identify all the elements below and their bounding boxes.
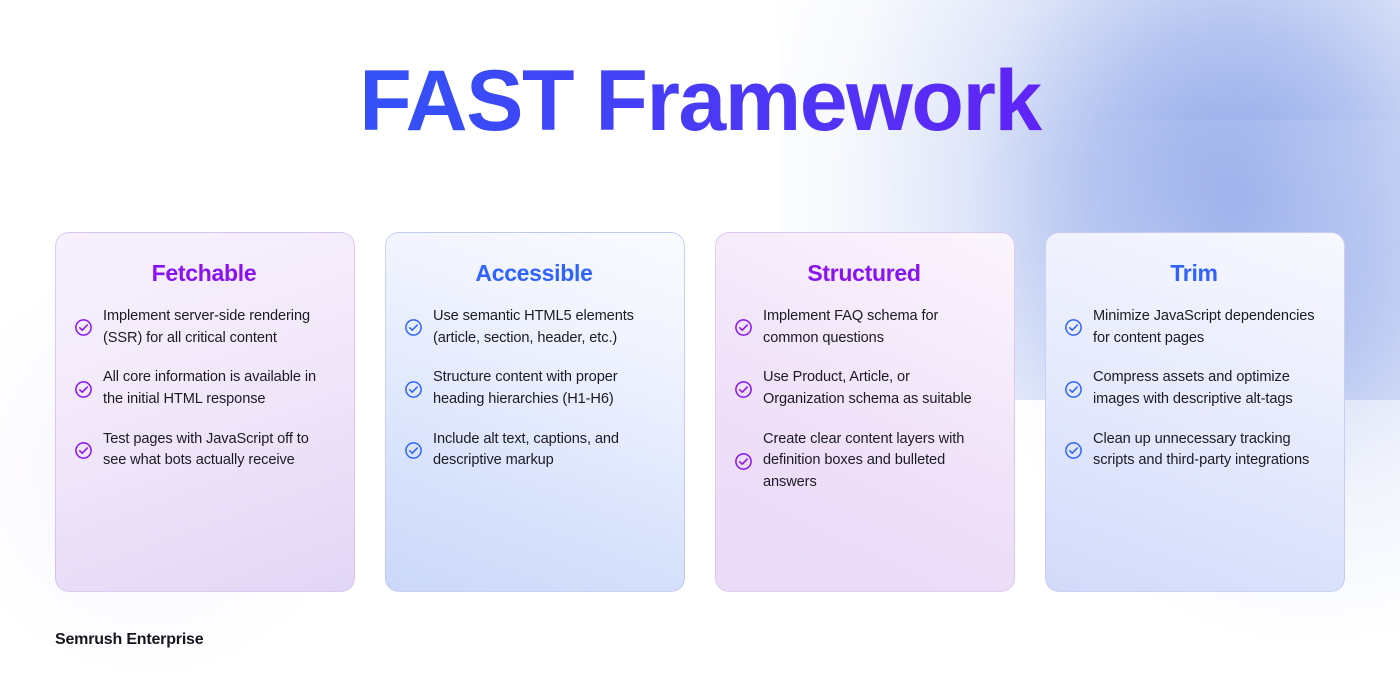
list-item: Use semantic HTML5 elements (article, se… [404,306,664,349]
list-item-text: Structure content with proper heading hi… [433,369,618,408]
card-title: Trim [1170,260,1218,286]
list-item: Implement server-side rendering (SSR) fo… [74,306,334,349]
list-item: Clean up unnecessary tracking scripts an… [1064,429,1324,472]
check-circle-icon [1065,319,1082,337]
list-item-text: Implement server-side rendering (SSR) fo… [103,308,310,346]
list-item: Create clear content layers with definit… [734,429,994,494]
check-circle-icon [405,441,422,459]
list-item: Test pages with JavaScript off to see wh… [74,429,334,472]
check-circle-icon [735,452,752,470]
check-circle-icon [1065,441,1082,459]
card-title: Structured [807,260,921,286]
list-item: Implement FAQ schema for common question… [734,306,994,349]
list-item: Compress assets and optimize images with… [1064,367,1324,410]
check-circle-icon [75,319,92,337]
list-item: All core information is available in the… [74,367,334,410]
list-item-text: All core information is available in the… [103,369,316,408]
list-item-text: Test pages with JavaScript off to see wh… [103,430,309,469]
list-item-text: Create clear content layers with definit… [763,430,965,490]
list-item-text: Clean up unnecessary tracking scripts an… [1093,430,1310,469]
list-item-text: Include alt text, captions, and descript… [433,430,619,469]
card-item-list: Implement FAQ schema for common question… [734,306,994,493]
list-item-text: Minimize JavaScript dependencies for con… [1093,308,1315,346]
card-item-list: Use semantic HTML5 elements (article, se… [404,306,664,472]
list-item-text: Use Product, Article, or Organization sc… [763,369,972,408]
list-item-text: Compress assets and optimize images with… [1093,369,1293,408]
page-title: FAST Framework [0,58,1400,144]
check-circle-icon [405,380,422,398]
list-item-text: Implement FAQ schema for common question… [763,308,939,346]
footer-brand: Semrush Enterprise [55,631,204,648]
check-circle-icon [1065,380,1082,398]
card-item-list: Minimize JavaScript dependencies for con… [1064,306,1324,472]
check-circle-icon [75,380,92,398]
list-item: Minimize JavaScript dependencies for con… [1064,306,1324,349]
card-title: Accessible [475,260,593,286]
check-circle-icon [405,319,422,337]
list-item: Structure content with proper heading hi… [404,367,664,410]
list-item: Use Product, Article, or Organization sc… [734,367,994,410]
card-title: Fetchable [151,260,257,286]
list-item: Include alt text, captions, and descript… [404,429,664,472]
list-item-text: Use semantic HTML5 elements (article, se… [433,308,634,346]
check-circle-icon [735,380,752,398]
check-circle-icon [75,441,92,459]
check-circle-icon [735,319,752,337]
card-item-list: Implement server-side rendering (SSR) fo… [74,306,334,472]
